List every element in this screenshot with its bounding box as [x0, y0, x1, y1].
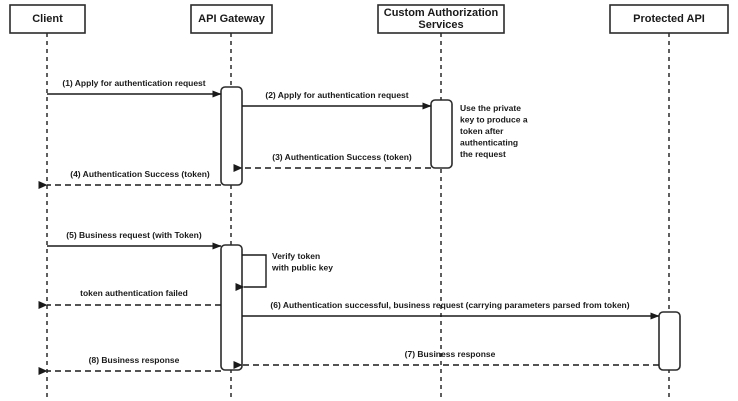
message-label-m6: (6) Authentication successful, business …: [270, 300, 629, 310]
message-label-m7: (7) Business response: [405, 349, 496, 359]
self-call-path-self-verify: [235, 254, 267, 291]
activation-bar-papi-act-1: [658, 311, 681, 371]
note-line: Use the private: [460, 103, 521, 113]
participants-layer: Client API Gateway Custom AuthorizationSer…: [9, 4, 729, 34]
message-m7: (7) Business response: [233, 349, 659, 369]
message-label-m8: (8) Business response: [89, 355, 180, 365]
participant-label-api_gateway: API Gateway: [198, 13, 266, 25]
message-m8: (8) Business response: [38, 355, 221, 375]
message-label-m2: (2) Apply for authentication request: [265, 90, 408, 100]
message-label-m-fail: token authentication failed: [80, 288, 188, 298]
activation-bar-gw-act-1: [220, 86, 243, 186]
message-m3: (3) Authentication Success (token): [233, 152, 431, 172]
message-m4: (4) Authentication Success (token): [38, 169, 221, 189]
self-call-self-verify: Verify token with public key: [235, 251, 333, 291]
participant-box-api_gateway[interactable]: [190, 4, 273, 34]
participant-api_gateway[interactable]: API Gateway: [190, 4, 273, 34]
note-line: key to produce a: [460, 115, 528, 125]
participant-protected_api[interactable]: Protected API: [609, 4, 729, 34]
participant-label-client: Client: [32, 13, 63, 25]
participant-box-protected_api[interactable]: [609, 4, 729, 34]
self-call-label-line: with public key: [271, 263, 333, 273]
message-label-m1: (1) Apply for authentication request: [62, 78, 205, 88]
message-m6: (6) Authentication successful, business …: [242, 300, 660, 320]
note-line: authenticating: [460, 138, 518, 148]
message-m2: (2) Apply for authentication request: [242, 90, 432, 110]
participant-client[interactable]: Client: [9, 4, 86, 34]
message-label-m5: (5) Business request (with Token): [66, 230, 202, 240]
participant-box-custom_auth[interactable]: [377, 4, 505, 34]
participant-label-custom_auth: Services: [418, 19, 463, 31]
message-label-m4: (4) Authentication Success (token): [70, 169, 210, 179]
message-m5: (5) Business request (with Token): [47, 230, 222, 250]
messages-layer: (1) Apply for authentication request (2) …: [38, 78, 660, 375]
message-m-fail: token authentication failed: [38, 288, 221, 309]
message-label-m3: (3) Authentication Success (token): [272, 152, 412, 162]
activation-bar-auth-act-1: [430, 99, 453, 169]
self-call-label-line: Verify token: [272, 251, 320, 261]
participant-box-client[interactable]: [9, 4, 86, 34]
note-line: the request: [460, 149, 506, 159]
activations-layer: [220, 86, 681, 371]
message-m1: (1) Apply for authentication request: [47, 78, 222, 98]
participant-label-protected_api: Protected API: [633, 13, 705, 25]
activation-bar-gw-act-2: [220, 244, 243, 371]
participant-label-custom_auth: Custom Authorization: [384, 7, 499, 19]
self-calls-layer: Verify token with public key: [235, 251, 333, 291]
note-line: token after: [460, 126, 504, 136]
